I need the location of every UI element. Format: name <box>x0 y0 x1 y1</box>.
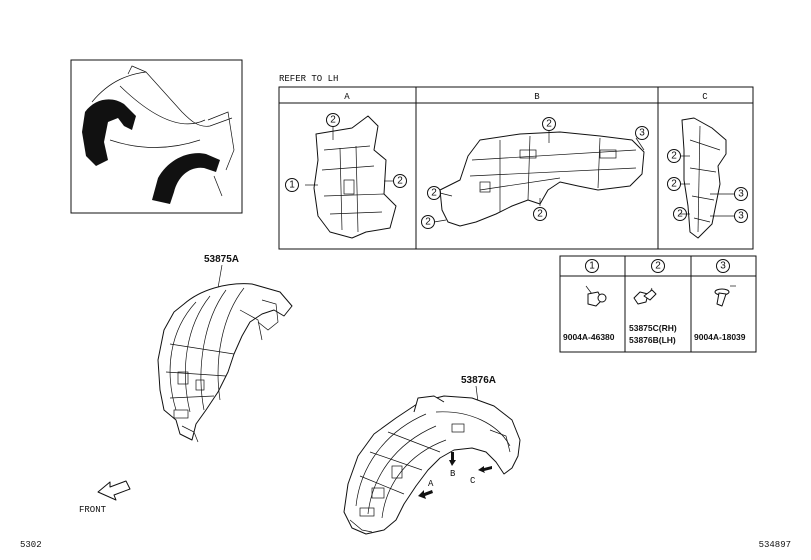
vehicle-locator-inset <box>70 59 243 214</box>
refer-note: REFER TO LH <box>279 74 338 84</box>
arrow-a-label: A <box>428 479 434 489</box>
view-callouts: 2 1 2 2 3 2 2 2 2 2 2 3 3 <box>285 113 748 229</box>
svg-text:2: 2 <box>431 188 437 199</box>
svg-text:2: 2 <box>330 115 336 126</box>
arrow-b-label: B <box>450 469 456 479</box>
clip-3-icon <box>714 285 736 307</box>
drawing-id: 534897 <box>759 540 791 550</box>
fastener-3-part: 9004A-18039 <box>694 332 746 342</box>
svg-text:3: 3 <box>738 211 744 222</box>
front-direction-indicator: FRONT <box>79 480 131 515</box>
lh-fender-liner: 53876A B C A <box>343 375 521 535</box>
front-label: FRONT <box>79 505 107 515</box>
rh-fender-liner: 53875A <box>157 254 293 443</box>
svg-text:2: 2 <box>546 119 552 130</box>
column-c-header: C <box>702 92 708 102</box>
front-arrow-icon <box>97 480 131 501</box>
arrow-c-label: C <box>470 476 476 486</box>
svg-text:3: 3 <box>639 128 645 139</box>
legend-num-2: 2 <box>655 261 661 272</box>
clip-2-icon <box>633 287 657 305</box>
column-a-header: A <box>344 92 350 102</box>
rh-liner-part-number: 53875A <box>204 254 239 265</box>
svg-text:2: 2 <box>425 217 431 228</box>
view-b-part <box>433 131 645 227</box>
views-table: REFER TO LH A B C <box>278 74 754 250</box>
svg-text:2: 2 <box>537 209 543 220</box>
svg-text:2: 2 <box>671 151 677 162</box>
fastener-2-part-rh: 53875C(RH) <box>629 323 677 333</box>
svg-text:2: 2 <box>677 209 683 220</box>
column-b-header: B <box>534 92 540 102</box>
view-c-part <box>680 117 735 239</box>
clip-1-icon <box>585 285 607 307</box>
svg-text:2: 2 <box>397 176 403 187</box>
fastener-legend: 1 2 3 9004A-46380 53875C(RH) 53876B(LH) … <box>559 255 757 353</box>
page-number: 5302 <box>20 540 42 550</box>
fastener-1-part: 9004A-46380 <box>563 332 615 342</box>
svg-text:1: 1 <box>289 180 295 191</box>
fastener-2-part-lh: 53876B(LH) <box>629 335 676 345</box>
lh-liner-part-number: 53876A <box>461 375 496 386</box>
legend-num-1: 1 <box>589 261 595 272</box>
svg-text:2: 2 <box>671 179 677 190</box>
view-a-part <box>305 115 397 239</box>
legend-num-3: 3 <box>720 261 726 272</box>
svg-text:3: 3 <box>738 189 744 200</box>
